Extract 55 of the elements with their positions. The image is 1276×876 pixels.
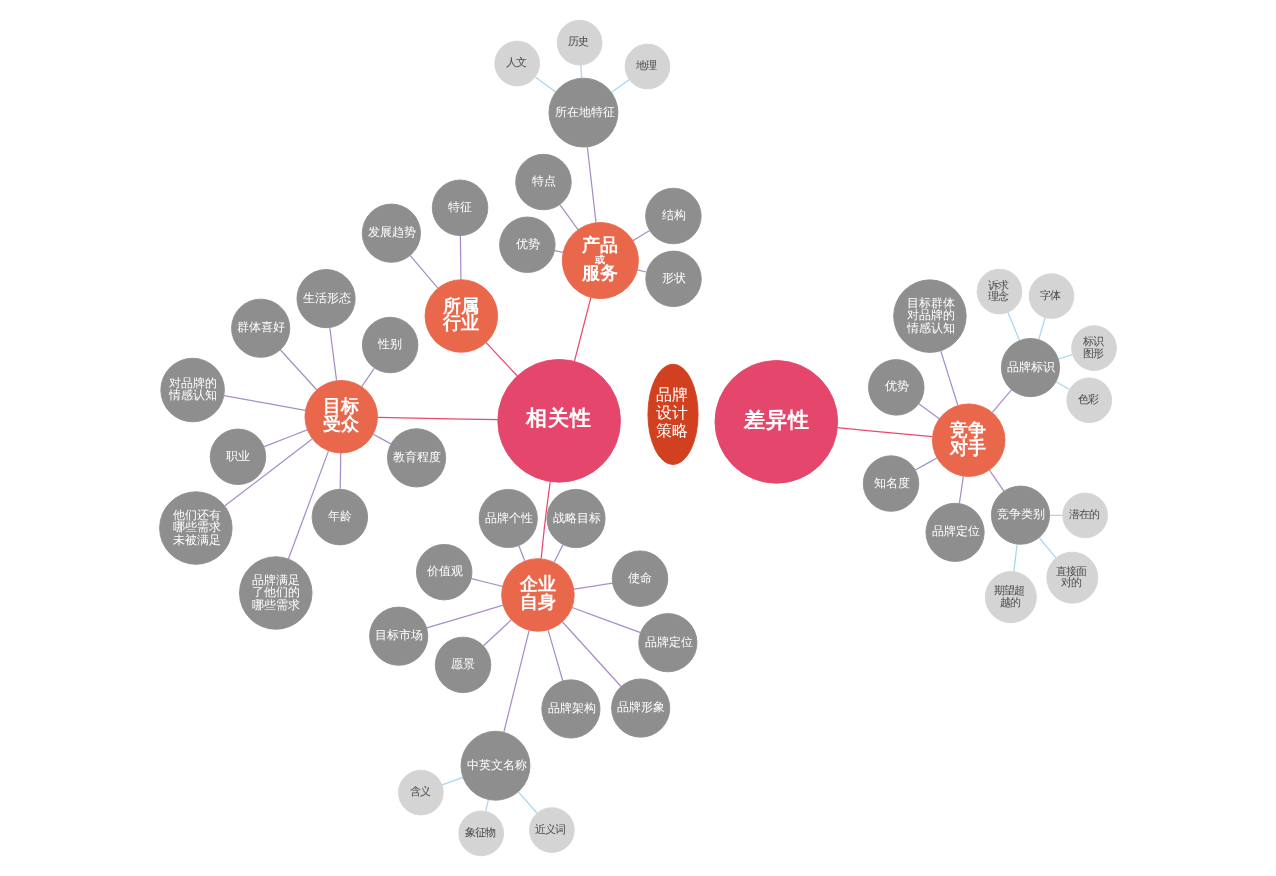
node-circle: 企业自身	[501, 558, 575, 632]
connector	[287, 450, 330, 560]
node-circle: 目标受众	[304, 380, 378, 454]
connector	[485, 341, 518, 377]
connector	[940, 350, 959, 406]
connector	[470, 578, 504, 587]
connector	[263, 429, 308, 448]
connector	[426, 604, 504, 629]
connector	[586, 146, 597, 224]
connector	[503, 629, 530, 733]
connector	[571, 606, 642, 634]
connector	[540, 481, 551, 560]
connector	[361, 367, 375, 388]
node-circle: 相关性	[497, 359, 621, 483]
connector	[279, 349, 318, 391]
connector	[559, 204, 579, 231]
connector	[1055, 381, 1071, 390]
connector	[1013, 543, 1018, 573]
connector	[485, 798, 489, 812]
connector	[372, 433, 392, 445]
connector	[517, 791, 538, 814]
connector	[1038, 317, 1046, 340]
node-circle: 竞争对手	[931, 403, 1006, 477]
connector	[377, 416, 499, 421]
connector	[958, 475, 964, 505]
connector	[636, 269, 647, 273]
connector	[1038, 537, 1057, 559]
connector	[518, 545, 526, 562]
connector	[561, 621, 622, 688]
connector	[1007, 311, 1021, 342]
connector	[547, 629, 564, 682]
connector	[836, 427, 933, 438]
connector	[329, 327, 338, 382]
connector	[914, 457, 938, 471]
connector	[553, 544, 564, 563]
connector	[554, 250, 564, 254]
node-circle: 所属行业	[424, 279, 499, 353]
connector	[573, 582, 613, 590]
connector	[580, 64, 583, 79]
connector	[573, 296, 592, 362]
connector	[534, 76, 557, 93]
connector	[611, 79, 630, 93]
connector	[224, 438, 313, 507]
connector	[632, 230, 650, 242]
connector	[918, 403, 940, 420]
connector	[988, 469, 1005, 492]
connector	[459, 235, 462, 281]
connector	[482, 619, 512, 647]
connector	[1057, 354, 1074, 360]
connector	[223, 395, 306, 411]
connector	[339, 452, 342, 490]
node-circle: 差异性	[714, 360, 839, 484]
connector	[409, 254, 439, 289]
connector	[991, 389, 1013, 413]
connector	[441, 776, 464, 786]
